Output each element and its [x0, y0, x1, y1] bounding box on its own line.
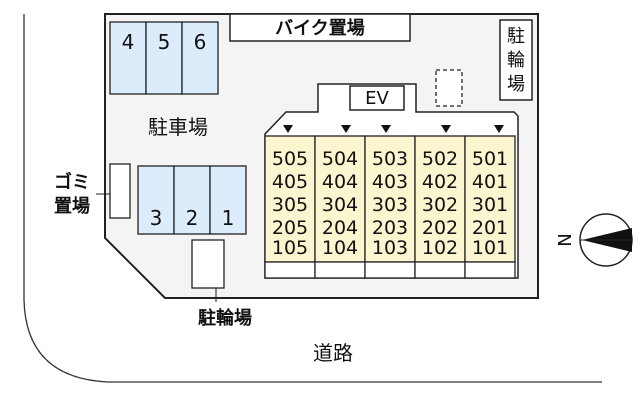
unit-number: 402	[422, 171, 458, 193]
unit-number: 103	[372, 237, 408, 259]
unit-number: 102	[422, 237, 458, 259]
unit-number: 101	[472, 237, 508, 259]
parking-space-number: 5	[158, 30, 171, 54]
garbage-label-line-1: ゴミ	[54, 171, 90, 193]
dashed-structure	[435, 69, 463, 107]
north-label: N	[553, 233, 574, 246]
bike-parking-top-label: バイク置場	[275, 18, 365, 39]
unit-number: 203	[372, 217, 408, 239]
unit-number: 405	[272, 171, 308, 193]
unit-number: 105	[272, 237, 308, 259]
unit-number: 403	[372, 171, 408, 193]
elevator-label: EV	[365, 88, 389, 109]
unit-number: 204	[322, 217, 358, 239]
bike-parking-top	[229, 13, 411, 42]
unit-column	[464, 135, 516, 263]
unit-number: 104	[322, 237, 358, 259]
unit-column	[414, 135, 466, 263]
car-parking-label: 駐車場	[148, 115, 208, 139]
parking-row-bottom: 3 2 1	[137, 165, 247, 235]
parking-row-top: 4 5 6	[109, 21, 219, 95]
unit-columns: 505 405 305 205 105 504 404 304 204 104 …	[264, 125, 516, 279]
parking-space-number: 6	[194, 30, 207, 54]
unit-number: 401	[472, 171, 508, 193]
parking-space-number: 3	[150, 206, 163, 230]
balcony	[364, 261, 416, 279]
north-compass-icon	[579, 213, 633, 267]
road-label: 道路	[313, 341, 353, 365]
unit-number: 502	[422, 148, 458, 170]
parking-space-number: 4	[122, 30, 135, 54]
entrance-arrow-icon	[494, 125, 504, 133]
garbage-label-line-2: 置場	[54, 196, 90, 217]
parking-space	[109, 21, 147, 95]
unit-number: 303	[372, 194, 408, 216]
unit-number: 202	[422, 217, 458, 239]
bike-rack-right-char-2: 輪	[507, 50, 525, 71]
unit-number: 301	[472, 194, 508, 216]
bike-rack-bottom-label: 駐輪場	[198, 307, 252, 329]
parking-space-number: 1	[222, 206, 235, 230]
unit-column	[314, 135, 366, 263]
bike-rack-right-char-1: 駐	[507, 26, 525, 47]
unit-number: 205	[272, 217, 308, 239]
unit-number: 304	[322, 194, 358, 216]
unit-column	[264, 135, 316, 263]
balcony	[464, 261, 516, 279]
entrance-arrow-icon	[341, 125, 351, 133]
entrance-arrow-icon	[283, 125, 293, 133]
elevator-box	[349, 85, 405, 111]
parking-space	[173, 165, 211, 235]
entrance-arrow-icon	[381, 125, 391, 133]
unit-number: 504	[322, 148, 358, 170]
balcony	[314, 261, 366, 279]
unit-number: 201	[472, 217, 508, 239]
bike-rack-right	[499, 19, 533, 101]
parking-space	[209, 165, 247, 235]
bike-rack-bottom	[191, 239, 225, 289]
garbage-area	[109, 163, 131, 219]
road-edge-line	[23, 14, 602, 383]
entrance-arrow-icon	[441, 125, 451, 133]
parking-space	[181, 21, 219, 95]
parking-space-number: 2	[186, 206, 199, 230]
unit-number: 501	[472, 148, 508, 170]
unit-number: 305	[272, 194, 308, 216]
balcony	[264, 261, 316, 279]
unit-number: 404	[322, 171, 358, 193]
balcony	[414, 261, 466, 279]
unit-number: 505	[272, 148, 308, 170]
unit-number: 302	[422, 194, 458, 216]
unit-number: 503	[372, 148, 408, 170]
bike-rack-right-char-3: 場	[507, 74, 525, 95]
